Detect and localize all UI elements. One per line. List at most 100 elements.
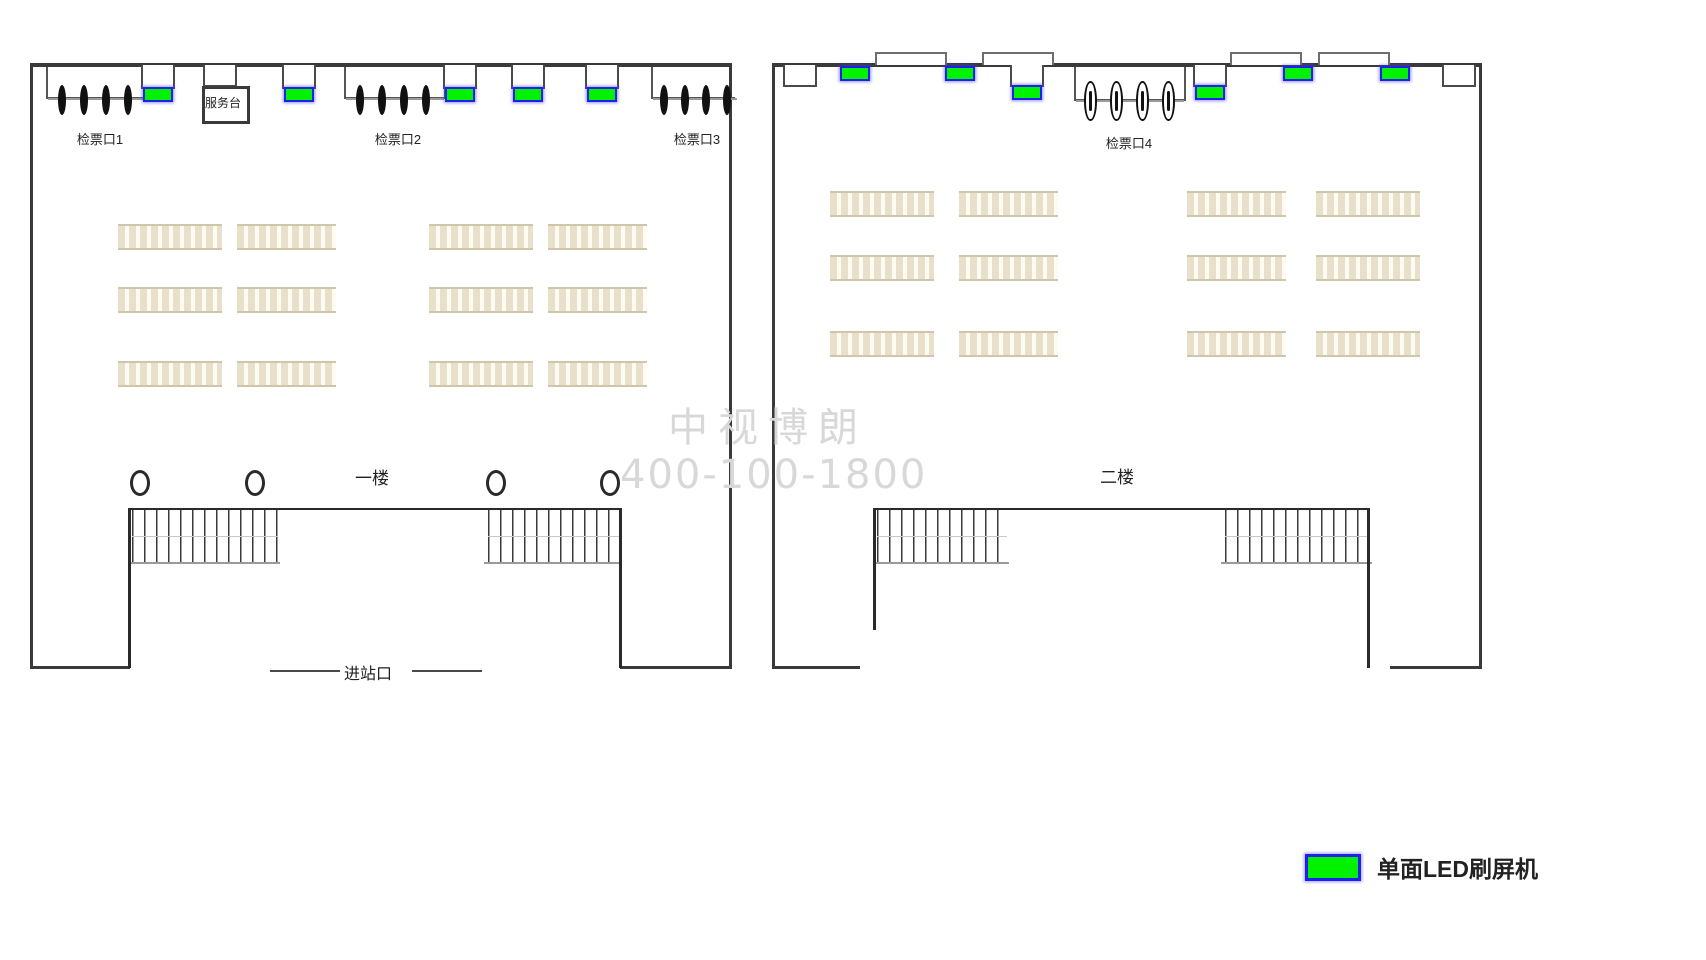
watermark-company: 中视博朗 (668, 405, 868, 451)
seat-block (959, 331, 1058, 357)
gate3-rail (653, 98, 737, 100)
gate2-turnstile-3 (400, 85, 408, 115)
entrance-line-left (270, 670, 340, 672)
floor2-wall-right (1479, 63, 1482, 669)
floor1-led-niche-3 (443, 65, 477, 89)
seat-block (1316, 255, 1420, 281)
floor2-label: 二楼 (1100, 468, 1134, 487)
escalator-left-bottom-edge (873, 562, 1009, 564)
gate2-turnstile-1 (356, 85, 364, 115)
seat-block (237, 361, 336, 387)
floor1-led-screen-2[interactable] (284, 87, 314, 102)
gate2-turnstile-4 (422, 85, 430, 115)
seat-block (118, 287, 222, 313)
ticket-gate-3[interactable]: 检票口3 (645, 67, 765, 147)
floor1-wall-bottom-left (30, 666, 130, 669)
floor2-led-screen-3[interactable] (1012, 85, 1042, 100)
gate2-rail (346, 98, 444, 100)
ticket-gate-4-label: 检票口4 (1105, 136, 1153, 151)
escalator-right-midline (488, 536, 620, 537)
floor1-led-screen-5[interactable] (587, 87, 617, 102)
column (130, 470, 150, 496)
gate3-turnstile-1 (660, 85, 668, 115)
floor2-led-screen-1[interactable] (840, 66, 870, 81)
gate4-turnstile-2 (1110, 81, 1123, 121)
floor2-led-niche-3 (1010, 65, 1044, 87)
escalator-left-top-edge (128, 508, 622, 510)
floor2-wall-left (772, 63, 775, 669)
seat-block (548, 361, 647, 387)
service-desk-label: 服务台 (205, 96, 242, 110)
gate1-turnstile-1 (58, 85, 66, 115)
gate1-turnstile-2 (80, 85, 88, 115)
floor1-led-niche-1 (141, 65, 175, 89)
floor2-led-niche-4 (1193, 65, 1227, 87)
floor2-wall-bottom-right (1390, 666, 1482, 669)
legend-led-swatch (1305, 853, 1361, 881)
ticket-gate-2-label: 检票口2 (374, 132, 422, 147)
seat-block (429, 287, 533, 313)
entrance-corridor-wall-left (128, 508, 131, 668)
seat-block (1316, 191, 1420, 217)
ticket-gate-1-label: 检票口1 (76, 132, 124, 147)
ticket-gate-1[interactable]: 检票口1 (40, 67, 160, 147)
floor2-wall-bump-2 (982, 52, 1054, 65)
entrance-line-right (412, 670, 482, 672)
gate1-turnstile-4 (124, 85, 132, 115)
column (600, 470, 620, 496)
escalator-left-midline (132, 536, 278, 537)
column (245, 470, 265, 496)
seat-block (1187, 191, 1286, 217)
floor1-wall-top (30, 63, 732, 67)
gate4-turnstile-3 (1136, 81, 1149, 121)
floor2-corner-recess (783, 65, 817, 87)
floor1-led-niche-4 (511, 65, 545, 89)
floor1-wall-right (729, 63, 732, 669)
floor2-wall-bump-3 (1230, 52, 1302, 65)
floor1-wall-bottom-right (620, 666, 732, 669)
floor2-wall-bump-4 (1318, 52, 1390, 65)
floor-plan-second-floor: 检票口4 二楼 (770, 0, 1510, 720)
floor1-led-screen-3[interactable] (445, 87, 475, 102)
legend-led-label: 单面LED刷屏机 (1377, 856, 1538, 882)
entrance-corridor-wall-right (619, 508, 622, 668)
seat-block (429, 224, 533, 250)
gate1-turnstile-3 (102, 85, 110, 115)
floor1-led-niche-5 (585, 65, 619, 89)
entrance-label: 进站口 (344, 666, 393, 683)
floor1-label: 一楼 (355, 469, 389, 488)
floor2-wall-bottom-left (772, 666, 860, 669)
ticket-gate-3-label: 检票口3 (673, 132, 721, 147)
floor2-corridor-wall-right (1367, 508, 1370, 668)
gate4-turnstile-4 (1162, 81, 1175, 121)
floor2-led-screen-5[interactable] (1283, 66, 1313, 81)
seat-block (1187, 255, 1286, 281)
escalator-right-bottom-edge (1221, 562, 1372, 564)
floor2-led-screen-2[interactable] (945, 66, 975, 81)
seat-block (959, 255, 1058, 281)
floor2-led-screen-4[interactable] (1195, 85, 1225, 100)
floor2-escalator-top-edge (873, 508, 1370, 510)
floor1-wall-left (30, 63, 33, 669)
seat-block (118, 361, 222, 387)
floor2-corridor-wall-left (873, 508, 876, 630)
seat-block (959, 191, 1058, 217)
floor2-led-screen-6[interactable] (1380, 66, 1410, 81)
gate3-turnstile-2 (681, 85, 689, 115)
floor1-led-screen-1[interactable] (143, 87, 173, 102)
seat-block (830, 255, 934, 281)
seat-block (548, 287, 647, 313)
seat-block (830, 191, 934, 217)
seat-block (237, 224, 336, 250)
gate4-turnstile-1 (1084, 81, 1097, 121)
service-desk[interactable] (202, 86, 250, 124)
seat-block (429, 361, 533, 387)
escalator-left-bottom-edge (128, 562, 280, 564)
floor-plan-first-floor: 检票口1 服务台 检票口2 检票口3 (0, 0, 800, 720)
escalator-right-bottom-edge (484, 562, 622, 564)
column (486, 470, 506, 496)
ticket-gate-2[interactable]: 检票口2 (338, 67, 458, 147)
floor1-led-screen-4[interactable] (513, 87, 543, 102)
gate3-turnstile-3 (702, 85, 710, 115)
ticket-gate-4[interactable]: 检票口4 (1070, 67, 1200, 152)
